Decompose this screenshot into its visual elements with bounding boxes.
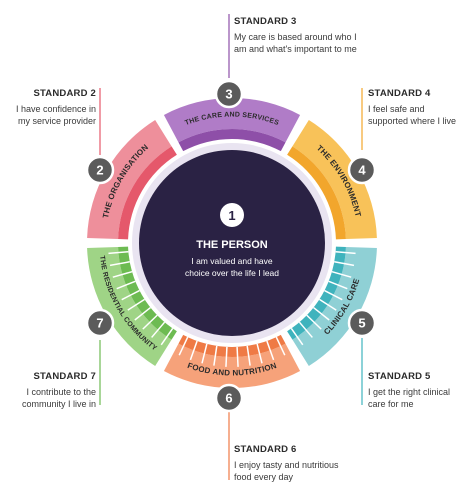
- badge-number: 2: [96, 163, 103, 178]
- center-disc: [139, 150, 325, 336]
- segment-clinical-care: CLINICAL CARE: [287, 246, 377, 366]
- standard-4-title: STANDARD 4: [368, 88, 431, 99]
- standard-2-badge: 2: [85, 155, 115, 185]
- badge-number: 3: [225, 87, 232, 102]
- standard-5-title: STANDARD 5: [368, 371, 431, 382]
- badge-number: 4: [358, 163, 366, 178]
- standard-6-title: STANDARD 6: [234, 444, 297, 455]
- standard-7-text: STANDARD 7 I contribute to the community…: [6, 371, 96, 411]
- standard-6-text: STANDARD 6 I enjoy tasty and nutritious …: [234, 444, 339, 484]
- standard-7-line-2: community I live in: [21, 399, 96, 409]
- center-line-2: choice over the life I lead: [185, 268, 279, 278]
- badge-number: 5: [358, 316, 365, 331]
- badge-number: 6: [225, 391, 232, 406]
- standard-2-title: STANDARD 2: [33, 88, 96, 99]
- badge-number: 7: [96, 316, 103, 331]
- standard-7-badge: 7: [85, 308, 115, 338]
- standard-3-title: STANDARD 3: [234, 16, 297, 27]
- segment-food-and-nutrition: FOOD AND NUTRITION: [163, 334, 301, 389]
- standard-3-line-1: My care is based around who I: [234, 31, 357, 42]
- standard-5-text: STANDARD 5 I get the right clinical care…: [368, 371, 450, 411]
- standard-5-badge: 5: [347, 308, 377, 338]
- standard-5-line-2: care for me: [368, 399, 414, 409]
- standard-6-badge: 6: [214, 383, 244, 413]
- standard-7-line-1: I contribute to the: [26, 386, 96, 397]
- standard-5-line-1: I get the right clinical: [368, 386, 451, 397]
- standard-2-line-2: my service provider: [17, 116, 96, 126]
- standard-3-badge: 3: [214, 79, 244, 109]
- standard-6-line-2: food every day: [234, 472, 294, 482]
- center-title: THE PERSON: [196, 239, 268, 251]
- standard-4-line-1: I feel safe and: [368, 103, 425, 114]
- center-line-1: I am valued and have: [191, 256, 273, 266]
- center-number: 1: [228, 208, 235, 223]
- center-number-badge: [220, 203, 244, 227]
- standard-3-text: STANDARD 3 My care is based around who I…: [234, 16, 357, 56]
- segment-the-care-and-services: THE CARE AND SERVICES: [163, 98, 301, 152]
- standard-6-line-1: I enjoy tasty and nutritious: [234, 459, 339, 470]
- center-circle: 1 THE PERSON I am valued and have choice…: [132, 143, 332, 343]
- standard-2-line-1: I have confidence in: [15, 103, 96, 114]
- standard-2-text: STANDARD 2 I have confidence in my servi…: [6, 88, 96, 128]
- standard-4-line-2: supported where I live: [368, 116, 457, 126]
- standard-7-title: STANDARD 7: [33, 371, 96, 382]
- standard-4-badge: 4: [347, 155, 377, 185]
- standard-4-text: STANDARD 4 I feel safe and supported whe…: [368, 88, 456, 128]
- standard-3-line-2: am and what's important to me: [234, 44, 357, 54]
